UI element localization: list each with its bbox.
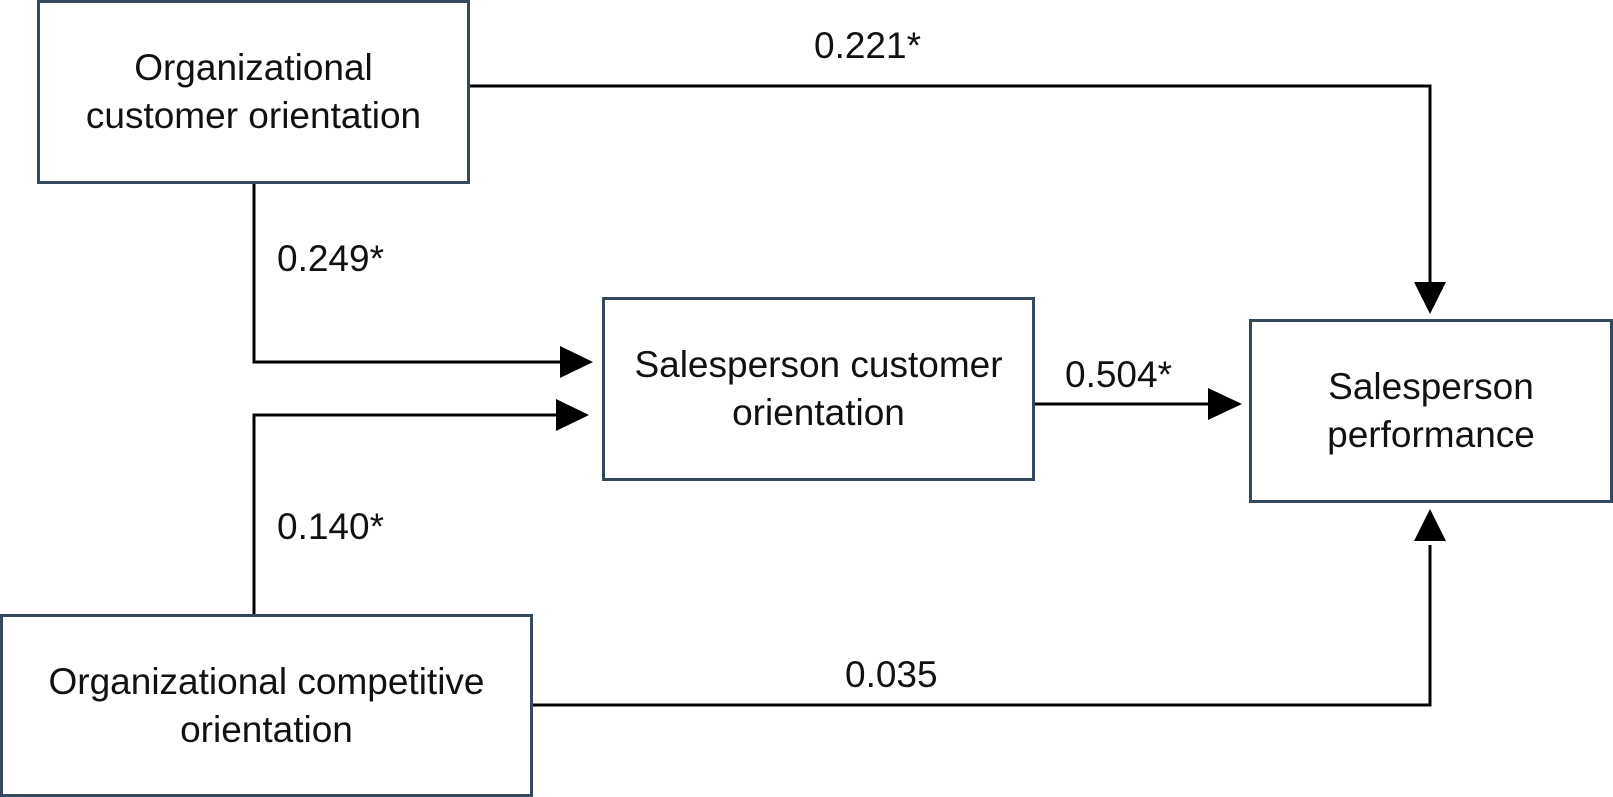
- edge-label-oco-to-sco: 0.249*: [277, 238, 384, 279]
- edge-occ-to-sp-line: [533, 545, 1432, 707]
- node-organizational-customer-orientation: Organizational customer orientation: [37, 0, 470, 184]
- edge-label-occ-to-sp: 0.035: [845, 654, 938, 695]
- node-label-line: Salesperson: [1328, 366, 1534, 407]
- node-label-line: Organizational competitive: [48, 660, 485, 702]
- arrowhead-up-icon: [1414, 509, 1446, 541]
- edge-label-occ-to-sco: 0.140*: [277, 506, 384, 547]
- node-label-line: orientation: [732, 392, 905, 433]
- node-label-line: performance: [1327, 414, 1535, 455]
- edge-oco-to-sco-line: [252, 184, 562, 364]
- edge-label-oco-to-sp: 0.221*: [814, 25, 921, 66]
- node-salesperson-customer-orientation: Salesperson customer orientation: [602, 297, 1035, 481]
- node-label-line: Organizational: [134, 47, 373, 88]
- node-label-line: customer orientation: [85, 95, 422, 136]
- node-organizational-competitive-orientation: Organizational competitive orientation: [0, 614, 533, 797]
- edge-occ-to-sco-line: [252, 413, 558, 614]
- arrowhead-right-icon: [560, 346, 593, 378]
- node-label-line: Salesperson customer: [634, 344, 1003, 385]
- edge-oco-to-sp-line: [470, 84, 1432, 286]
- edge-label-sco-to-sp: 0.504*: [1065, 354, 1172, 395]
- arrowhead-right-icon: [556, 399, 589, 431]
- node-label-line: orientation: [180, 708, 353, 750]
- arrowhead-right-icon: [1208, 388, 1242, 420]
- arrowhead-down-icon: [1414, 282, 1446, 314]
- node-salesperson-performance: Salesperson performance: [1249, 319, 1613, 503]
